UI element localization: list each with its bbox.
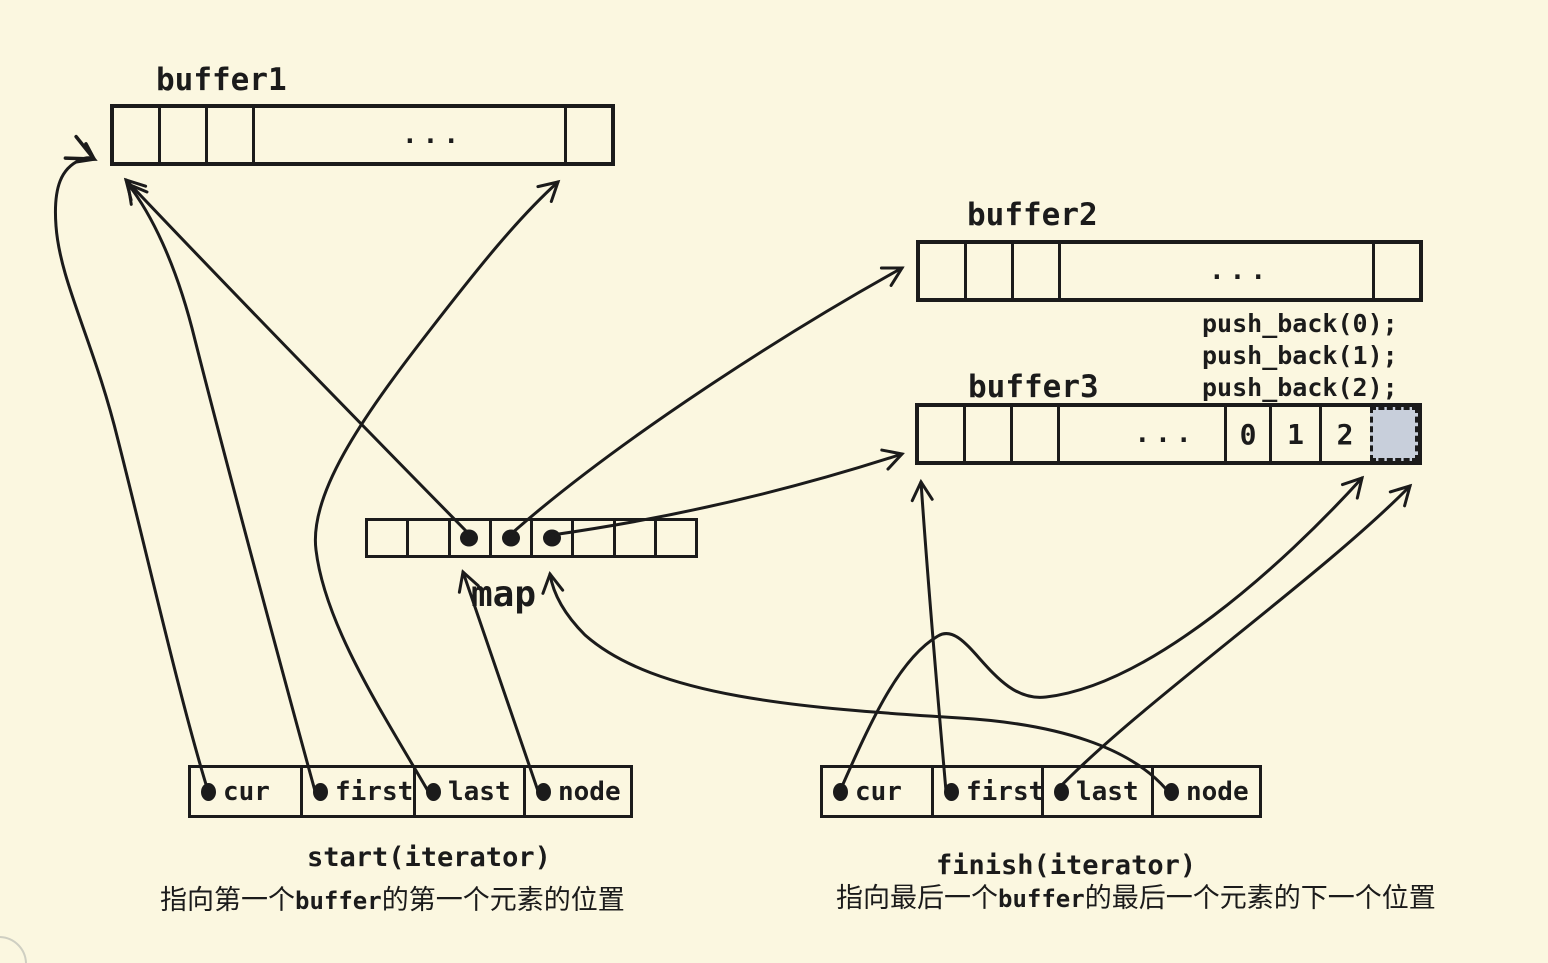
- buffer3-value-0: 0: [1224, 407, 1269, 461]
- arrow-start-cur-to-buffer1: [53, 134, 210, 793]
- note-mono: buffer: [295, 887, 382, 915]
- push-back-line: push_back(0);: [1202, 309, 1398, 338]
- buffer-cell: [1372, 244, 1419, 298]
- start-iterator-title: start(iterator): [307, 842, 551, 873]
- pointer-dot: [201, 782, 216, 801]
- field-label: cur: [855, 776, 902, 807]
- buffer-cell: [208, 108, 255, 162]
- arrow-finish-cur-to-buffer3-next: [838, 475, 1365, 793]
- buffer-cell: [161, 108, 208, 162]
- buffer-cell: [920, 244, 967, 298]
- map-cell-buffer3-pointer: [533, 521, 575, 555]
- field-label: first: [335, 776, 414, 807]
- finish-iterator-note: 指向最后一个buffer的最后一个元素的下一个位置: [836, 876, 1436, 915]
- field-label: first: [966, 776, 1045, 807]
- map-cell-buffer1-pointer: [451, 521, 492, 555]
- buffer-cell: [1061, 244, 1108, 298]
- buffer-cell: [564, 108, 611, 162]
- map-array: [365, 518, 698, 558]
- pointer-dot: [426, 782, 441, 801]
- note-text: 的第一个元素的位置: [381, 885, 625, 916]
- map-label: map: [471, 574, 537, 615]
- arrow-map-to-buffer1: [123, 177, 471, 536]
- note-text: 的最后一个元素的下一个位置: [1084, 883, 1436, 914]
- buffer-cell: [255, 108, 302, 162]
- field-label: last: [448, 776, 511, 807]
- map-cell: [657, 521, 695, 555]
- start-iterator-note: 指向第一个buffer的第一个元素的位置: [160, 878, 625, 917]
- buffer3-value-2: 2: [1319, 407, 1368, 461]
- map-cell: [574, 521, 616, 555]
- buffer2-label: buffer2: [967, 197, 1098, 233]
- buffer-cell: [1060, 407, 1107, 461]
- push-back-line: push_back(1);: [1202, 341, 1398, 370]
- buffer-cell: [1014, 244, 1061, 298]
- buffer3-value-1: 1: [1269, 407, 1319, 461]
- window-corner-arc: [0, 936, 27, 963]
- pointer-dot: [944, 782, 959, 801]
- field-label: cur: [223, 776, 270, 807]
- buffer2-ellipsis: ...: [1209, 256, 1271, 286]
- field-label: node: [558, 776, 621, 807]
- buffer3-next-slot: [1370, 407, 1418, 461]
- finish-cur-field: cur: [823, 768, 931, 815]
- start-last-field: last: [413, 768, 523, 815]
- map-cell: [368, 521, 410, 555]
- start-cur-field: cur: [191, 768, 300, 815]
- buffer1-array: ...: [110, 104, 615, 166]
- finish-first-field: first: [931, 768, 1045, 815]
- arrow-finish-last-to-buffer3-end: [1054, 483, 1413, 793]
- finish-last-field: last: [1041, 768, 1151, 815]
- pointer-dot: [1054, 782, 1069, 801]
- buffer2-array: ...: [916, 240, 1423, 302]
- buffer1-label: buffer1: [156, 62, 287, 98]
- push-back-line: push_back(2);: [1202, 373, 1398, 402]
- buffer-cell: [1013, 407, 1060, 461]
- finish-iterator-box: cur first last node: [820, 765, 1262, 818]
- buffer3-label: buffer3: [968, 369, 1099, 405]
- note-text: 指向最后一个: [836, 883, 998, 914]
- buffer-cell: [966, 407, 1013, 461]
- buffer-cell: [919, 407, 966, 461]
- start-first-field: first: [300, 768, 413, 815]
- map-cell-buffer2-pointer: [492, 521, 533, 555]
- finish-node-field: node: [1151, 768, 1259, 815]
- start-node-field: node: [523, 768, 630, 815]
- map-cell: [616, 521, 657, 555]
- buffer1-ellipsis: ...: [402, 120, 464, 150]
- note-text: 指向第一个: [160, 885, 295, 916]
- pointer-dot: [313, 782, 328, 801]
- arrow-start-last-to-buffer1-end: [313, 179, 561, 793]
- push-back-code: push_back(0); push_back(1); push_back(2)…: [1202, 308, 1398, 404]
- buffer-cell: [114, 108, 161, 162]
- pointer-dot: [1164, 782, 1179, 801]
- map-cell: [409, 521, 451, 555]
- buffer3-array: ... 0 1 2: [915, 403, 1422, 465]
- arrow-start-first-to-buffer1: [126, 181, 317, 793]
- pointer-dot: [536, 782, 551, 801]
- arrow-finish-node-to-map: [541, 570, 1168, 791]
- start-iterator-box: cur first last node: [188, 765, 633, 818]
- field-label: last: [1076, 776, 1139, 807]
- arrow-finish-first-to-buffer3: [910, 478, 948, 793]
- pointer-dot: [833, 782, 848, 801]
- field-label: node: [1186, 776, 1249, 807]
- arrow-map-to-buffer2: [509, 266, 905, 536]
- note-mono: buffer: [998, 885, 1085, 913]
- finish-iterator-title: finish(iterator): [936, 850, 1197, 881]
- buffer3-ellipsis: ...: [1134, 419, 1197, 449]
- buffer-cell: [967, 244, 1014, 298]
